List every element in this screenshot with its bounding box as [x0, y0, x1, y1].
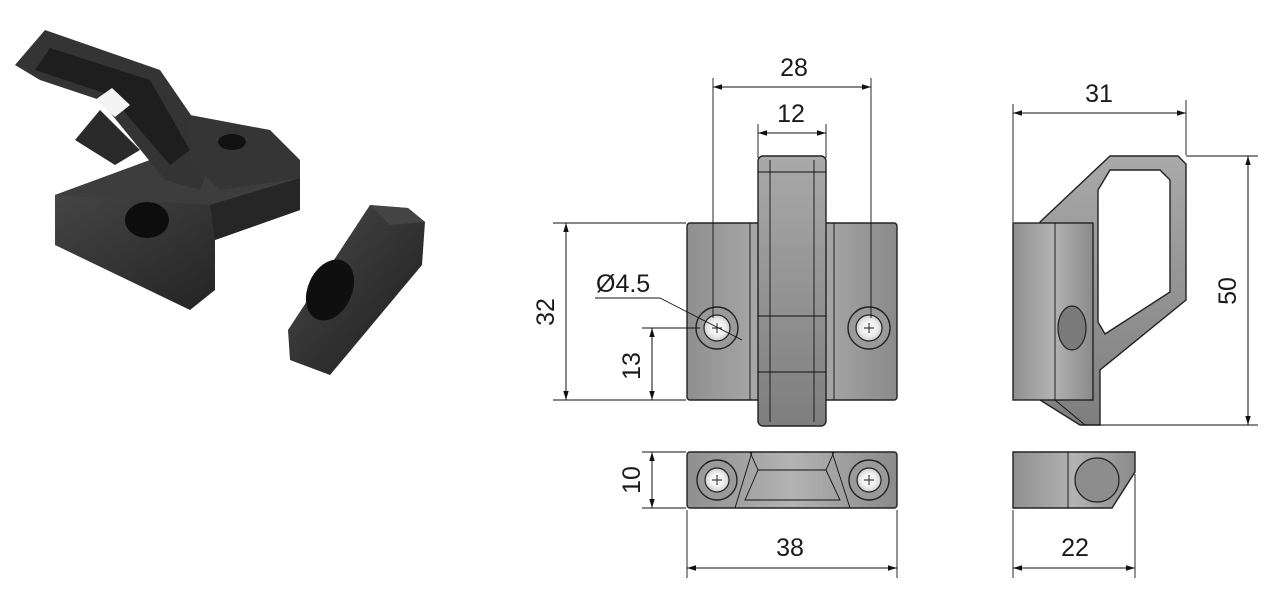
product-photo — [15, 30, 425, 375]
dim-10-label: 10 — [618, 466, 646, 494]
front-view — [686, 155, 898, 427]
dim-50-label: 50 — [1214, 277, 1242, 305]
bottom-view — [686, 451, 898, 509]
side-bottom-view — [1012, 451, 1136, 509]
side-view — [1012, 155, 1187, 426]
dim-22-label: 22 — [1061, 534, 1089, 562]
dim-28-label: 28 — [780, 54, 808, 82]
dimension-labels: 28 12 31 32 13 50 Ø4.5 10 38 22 — [532, 54, 1242, 562]
dim-31-label: 31 — [1085, 80, 1113, 108]
dim-diameter-label: Ø4.5 — [596, 270, 650, 298]
dim-32-label: 32 — [532, 298, 560, 326]
dim-13-label: 13 — [618, 352, 646, 380]
dim-12-label: 12 — [777, 100, 805, 128]
dim-38-label: 38 — [776, 534, 804, 562]
dimension-lines — [553, 78, 1258, 578]
